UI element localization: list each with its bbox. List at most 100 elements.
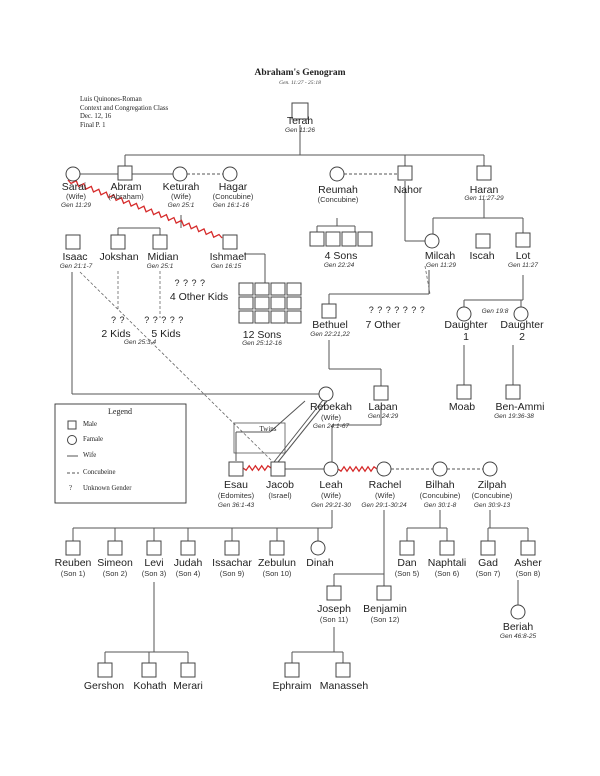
bilhah-ref: Gen 30:1-8 <box>423 502 457 509</box>
legend-title: Legend <box>108 407 132 416</box>
iscah-name: Iscah <box>469 250 495 262</box>
haran-name: Haran <box>469 184 499 196</box>
leah-symbol <box>323 461 339 477</box>
merari-symbol <box>180 662 196 678</box>
two-kids-name: 2 Kids <box>101 328 131 340</box>
issachar-symbol <box>224 540 240 556</box>
dan-symbol <box>399 540 415 556</box>
simeon-name: Simeon <box>97 557 133 569</box>
daughter2-name: Daughter <box>500 319 544 331</box>
manasseh-symbol <box>335 662 351 678</box>
jacob-symbol <box>270 461 286 477</box>
beriah-ref: Gen 46:8-25 <box>499 633 537 640</box>
rachel-ref: Gen 29:1-30:24 <box>361 502 407 509</box>
gad-sub: (Son 7) <box>475 569 501 578</box>
nahor-son-symbol <box>309 231 325 247</box>
nahor-son-symbol <box>341 231 357 247</box>
daughter1-symbol <box>456 306 472 322</box>
reumah-name: Reumah <box>318 184 358 196</box>
dinah-symbol <box>310 540 326 556</box>
ishmael-son-symbol <box>270 296 286 310</box>
gershon-name: Gershon <box>83 680 125 692</box>
leah-ref: Gen 29:21-30 <box>311 502 351 509</box>
keturah-name: Keturah <box>162 181 200 193</box>
five-kids-name: 5 Kids <box>151 328 181 340</box>
simeon-sub: (Son 2) <box>102 569 128 578</box>
ishmael-son-symbol <box>254 310 270 324</box>
daughter1-sub: 1 <box>463 331 469 343</box>
kohath-symbol <box>141 662 157 678</box>
abram-symbol <box>117 165 133 181</box>
twelve-sons-grid <box>238 282 302 324</box>
bilhah-sub: (Concubine) <box>419 491 461 500</box>
rebekah-ref: Gen 24:1-67 <box>312 423 350 430</box>
nahor-name: Nahor <box>393 184 423 196</box>
midian-name: Midian <box>147 251 179 263</box>
nahor-symbol <box>397 165 413 181</box>
rebekah-sub: (Wife) <box>321 413 341 422</box>
issachar-name: Issachar <box>212 557 252 569</box>
jokshan-name: Jokshan <box>99 251 139 263</box>
sarai-name: Sarai <box>61 181 87 193</box>
zebulun-symbol <box>269 540 285 556</box>
ishmael-name: Ishmael <box>209 251 247 263</box>
iscah-symbol <box>475 233 491 249</box>
merari-name: Merari <box>173 680 203 692</box>
esau-ref: Gen 36:1-43 <box>217 502 255 509</box>
ishmael-son-symbol <box>238 296 254 310</box>
other-kids-name: 4 Other Kids <box>169 291 229 303</box>
ishmael-son-symbol <box>286 296 302 310</box>
bethuel-ref: Gen 22:21,22 <box>310 331 350 338</box>
twelve-sons-name: 12 Sons <box>242 329 282 341</box>
four-sons-ref: Gen 22:24 <box>323 262 355 269</box>
daughter2-symbol <box>513 306 529 322</box>
bilhah-name: Bilhah <box>425 479 455 491</box>
rachel-symbol <box>376 461 392 477</box>
keturah-ref: Gen 25:1 <box>167 202 195 209</box>
ishmael-son-symbol <box>286 282 302 296</box>
judah-sub: (Son 4) <box>175 569 201 578</box>
reumah-symbol <box>329 166 345 182</box>
midian-symbol <box>152 234 168 250</box>
ben-ammi-symbol <box>505 384 521 400</box>
lot-ref: Gen 11:27 <box>508 262 538 269</box>
dan-sub: (Son 5) <box>394 569 420 578</box>
levi-sub: (Son 3) <box>141 569 167 578</box>
nahor-son-symbol <box>357 231 373 247</box>
joseph-sub: (Son 11) <box>319 615 349 624</box>
gad-name: Gad <box>478 557 498 569</box>
sarai-symbol <box>65 166 81 182</box>
twins-label: Twins <box>259 425 277 433</box>
beriah-name: Beriah <box>502 621 534 633</box>
zebulun-name: Zebulun <box>258 557 296 569</box>
four-sons-name: 4 Sons <box>324 250 358 262</box>
five-kids-marks: ? ? ? ? ? <box>144 315 184 325</box>
bilhah-symbol <box>432 461 448 477</box>
author-line: Luis Quinones-Roman <box>80 96 142 103</box>
milcah-name: Milcah <box>424 250 456 262</box>
laban-ref: Gen 24:29 <box>367 413 399 420</box>
legend-male-symbol <box>67 420 77 430</box>
ben-ammi-name: Ben-Ammi <box>495 401 545 413</box>
legend-wife-label: Wife <box>83 452 97 459</box>
legend-concubine-label: Concubeine <box>83 469 116 476</box>
benjamin-sub: (Son 12) <box>370 615 400 624</box>
ephraim-name: Ephraim <box>272 680 312 692</box>
abram-sub: (Abraham) <box>108 192 144 201</box>
reumah-sub: (Concubine) <box>317 195 359 204</box>
lot-name: Lot <box>515 250 531 262</box>
rebekah-name: Rebekah <box>309 401 353 413</box>
judah-symbol <box>180 540 196 556</box>
sarai-ref: Gen 11:29 <box>61 202 91 209</box>
simeon-symbol <box>107 540 123 556</box>
reuben-name: Reuben <box>54 557 92 569</box>
rachel-name: Rachel <box>368 479 402 491</box>
haran-ref: Gen 11:27-29 <box>464 195 504 202</box>
five-kids-ref: Gen 25:3,4 <box>123 339 157 346</box>
manasseh-name: Manasseh <box>319 680 369 692</box>
zilpah-symbol <box>482 461 498 477</box>
gen19-ref: Gen 19:8 <box>481 308 509 315</box>
other-kids-marks: ? ? ? ? <box>174 278 206 288</box>
joseph-name: Joseph <box>317 603 351 615</box>
